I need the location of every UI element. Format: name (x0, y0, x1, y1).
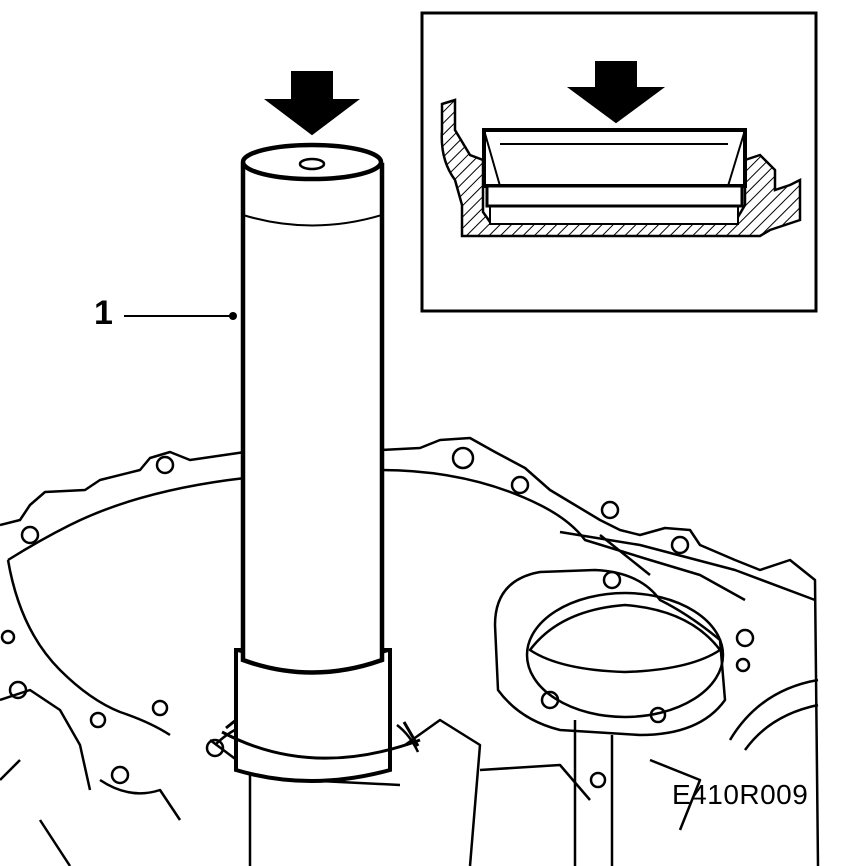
seal-installation-detail (420, 11, 818, 313)
inset-press-arrow-icon (566, 61, 666, 124)
press-arrow-icon (264, 71, 360, 136)
installer-drift (221, 142, 421, 783)
callout-leader (124, 312, 237, 320)
figure-code: E410R009 (672, 779, 809, 810)
transmission-case (0, 436, 820, 866)
callout-number: 1 (94, 294, 113, 332)
